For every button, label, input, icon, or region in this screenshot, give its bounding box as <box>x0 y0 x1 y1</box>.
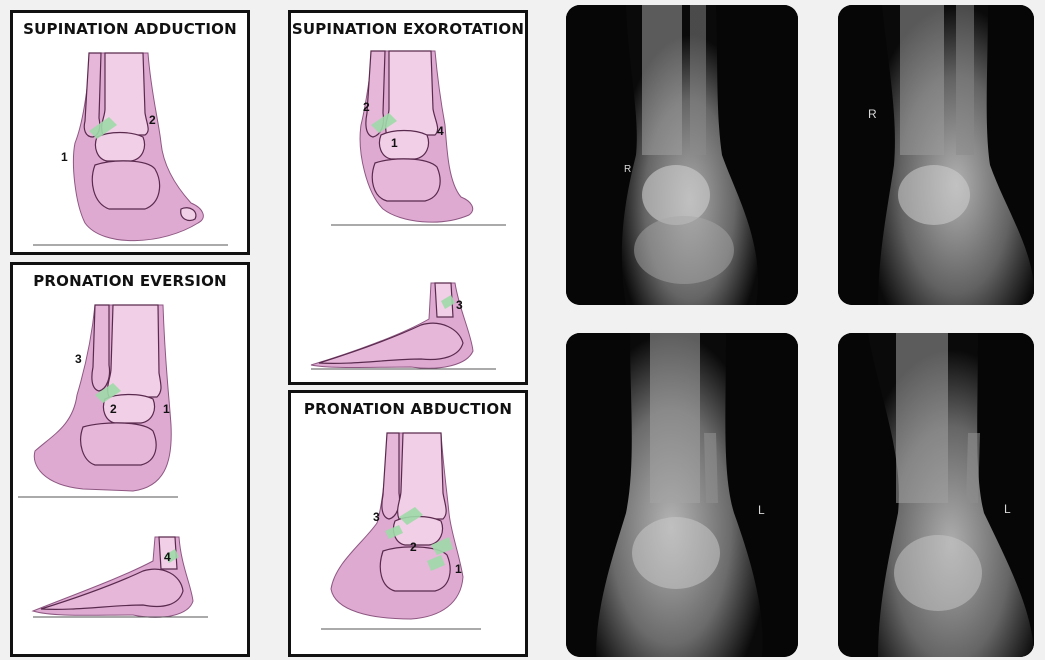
panel-supination-adduction: SUPINATION ADDUCTION 1 2 <box>10 10 250 255</box>
label-2: 2 <box>110 402 117 416</box>
side-marker: R <box>624 164 631 175</box>
xray-image: R <box>838 5 1034 305</box>
xray-top-right: R <box>838 5 1034 305</box>
side-marker: R <box>868 107 877 121</box>
ankle-frontal-and-lateral-diagram: 3 2 1 4 <box>13 265 247 654</box>
label-2: 2 <box>149 113 156 127</box>
ankle-frontal-diagram: 3 2 1 <box>291 393 525 654</box>
label-4: 4 <box>164 550 171 564</box>
label-4: 4 <box>437 124 444 138</box>
xray-bottom-right: L <box>838 333 1034 657</box>
label-2: 2 <box>410 540 417 554</box>
panel-pronation-abduction: PRONATION ABDUCTION 3 2 1 <box>288 390 528 657</box>
label-1: 1 <box>455 562 462 576</box>
xray-image: R <box>566 5 798 305</box>
label-1: 1 <box>61 150 68 164</box>
ankle-frontal-diagram: 1 2 <box>13 13 247 252</box>
xray-image: L <box>566 333 798 657</box>
label-3: 3 <box>456 298 463 312</box>
label-1: 1 <box>391 136 398 150</box>
ankle-frontal-and-lateral-diagram: 2 1 4 3 <box>291 13 525 382</box>
side-marker: L <box>758 503 765 517</box>
label-3: 3 <box>75 352 82 366</box>
label-3: 3 <box>373 510 380 524</box>
label-2: 2 <box>363 100 370 114</box>
xray-image: L <box>838 333 1034 657</box>
panel-pronation-eversion: PRONATION EVERSION 3 2 1 4 <box>10 262 250 657</box>
xray-top-left: R <box>566 5 798 305</box>
label-1: 1 <box>163 402 170 416</box>
xray-bottom-left: L <box>566 333 798 657</box>
side-marker: L <box>1004 502 1011 516</box>
panel-supination-exorotation: SUPINATION EXOROTATION 2 1 4 3 <box>288 10 528 385</box>
